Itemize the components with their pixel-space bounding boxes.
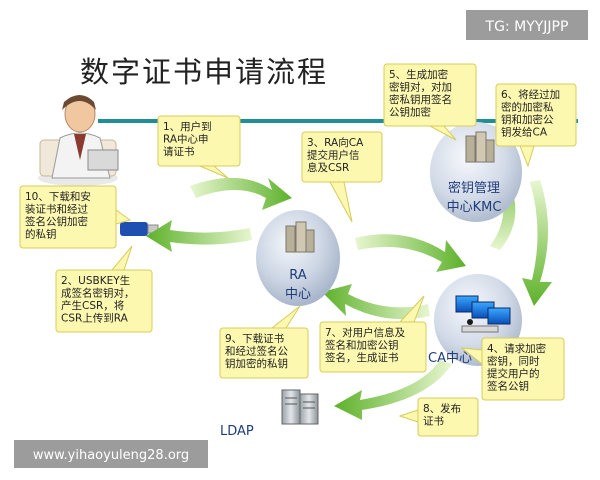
callout-pointer bbox=[270, 305, 301, 329]
callout-text-line: 6、将经过加 bbox=[501, 88, 560, 101]
title-divider bbox=[98, 119, 578, 123]
ldap-node: LDAP bbox=[220, 389, 319, 439]
callout-text-line: 签名公钥加密 bbox=[25, 215, 88, 228]
callout-text-line: 7、对用户信息及 bbox=[325, 326, 406, 339]
callout-text-line: 1、用户到 bbox=[163, 120, 212, 133]
callout-text-line: 4、请求加密 bbox=[487, 342, 547, 355]
callout-box bbox=[19, 185, 117, 249]
callout-text-line: 成签名密钥对， bbox=[61, 287, 135, 300]
callout-text-line: 装证书和经过 bbox=[25, 203, 88, 216]
callout-text-line: 密私钥用签名 bbox=[389, 93, 452, 106]
callout-text-line: CSR上传到RA bbox=[61, 313, 129, 325]
ra-label-line2: 中心 bbox=[285, 287, 311, 302]
kmc-node: 密钥管理 中心KMC bbox=[430, 122, 522, 222]
callout-text-line: 钥加密的私钥 bbox=[225, 357, 288, 370]
callout-text-line: 2、USBKEY生 bbox=[61, 274, 130, 287]
callout-text-line: 钥发给CA bbox=[501, 126, 548, 139]
callout-text-line: 9、下载证书 bbox=[225, 333, 284, 345]
ldap-label: LDAP bbox=[220, 424, 254, 439]
callout-box bbox=[481, 337, 565, 401]
callout-text-line: 密钥对，对加 bbox=[389, 81, 452, 94]
callout-pointer bbox=[110, 245, 133, 271]
callout-text-line: 息及CSR bbox=[307, 161, 349, 174]
callout-text-line: 8、发布 bbox=[423, 402, 461, 415]
callout-text-line: 提交用户信 bbox=[307, 149, 360, 162]
callout-text-line: 的私钥 bbox=[25, 228, 57, 241]
callout-box bbox=[319, 321, 427, 373]
callout-box bbox=[157, 115, 241, 167]
page-title: 数字证书申请流程 bbox=[80, 55, 328, 89]
callout-pointer bbox=[329, 181, 353, 223]
watermark-top-text: TG: MYYJJPP bbox=[485, 19, 569, 35]
callout-pointer bbox=[199, 165, 229, 179]
callout-text-line: 10、下载和安 bbox=[25, 190, 91, 203]
callout-text-line: 公钥加密 bbox=[389, 106, 431, 119]
kmc-label-line2: 中心KMC bbox=[447, 200, 502, 215]
callout-text-line: 签名和加密公钥 bbox=[325, 339, 399, 352]
callout-box bbox=[301, 131, 383, 183]
callout-pointer bbox=[398, 409, 419, 423]
callout-text-line: 和经过签名公 bbox=[225, 345, 288, 358]
callout-text-line: 证书 bbox=[423, 416, 444, 428]
callout-box bbox=[495, 83, 577, 147]
callout-text-line: 钥和加密公 bbox=[501, 113, 554, 126]
callout-box bbox=[219, 327, 309, 379]
callout-text-line: 3、RA向CA bbox=[307, 136, 364, 149]
callout-text-line: 密钥，同时 bbox=[487, 355, 540, 368]
watermark-bottom-bg bbox=[14, 440, 208, 468]
ra-center-node: RA 中心 bbox=[256, 210, 340, 306]
callout-text-line: 签名公钥 bbox=[487, 380, 529, 393]
callout-text-line: 提交用户的 bbox=[487, 367, 540, 380]
ca-label: CA中心 bbox=[428, 351, 472, 366]
kmc-label-line1: 密钥管理 bbox=[448, 180, 500, 196]
callout-text-line: 产生CSR，将 bbox=[61, 299, 124, 312]
key-icon bbox=[467, 319, 473, 325]
callout-pointer bbox=[519, 145, 535, 168]
callout-text-line: 签名，生成证书 bbox=[325, 351, 399, 364]
user-illustration bbox=[38, 95, 119, 186]
callout-text-line: 请证书 bbox=[163, 145, 195, 158]
watermark-bottom-text: www.yihaoyuleng28.org bbox=[33, 448, 189, 463]
callout-text-line: 5、生成加密 bbox=[389, 68, 449, 81]
watermark-top-bg bbox=[466, 10, 588, 40]
callout-text-line: RA中心申 bbox=[163, 133, 209, 146]
callout-pointer bbox=[115, 209, 132, 225]
ra-label-line1: RA bbox=[289, 268, 307, 283]
callout-text-line: 密的加密私 bbox=[501, 101, 554, 114]
callout-box bbox=[55, 269, 153, 333]
callout-box bbox=[417, 397, 479, 437]
callout-box bbox=[383, 63, 477, 127]
